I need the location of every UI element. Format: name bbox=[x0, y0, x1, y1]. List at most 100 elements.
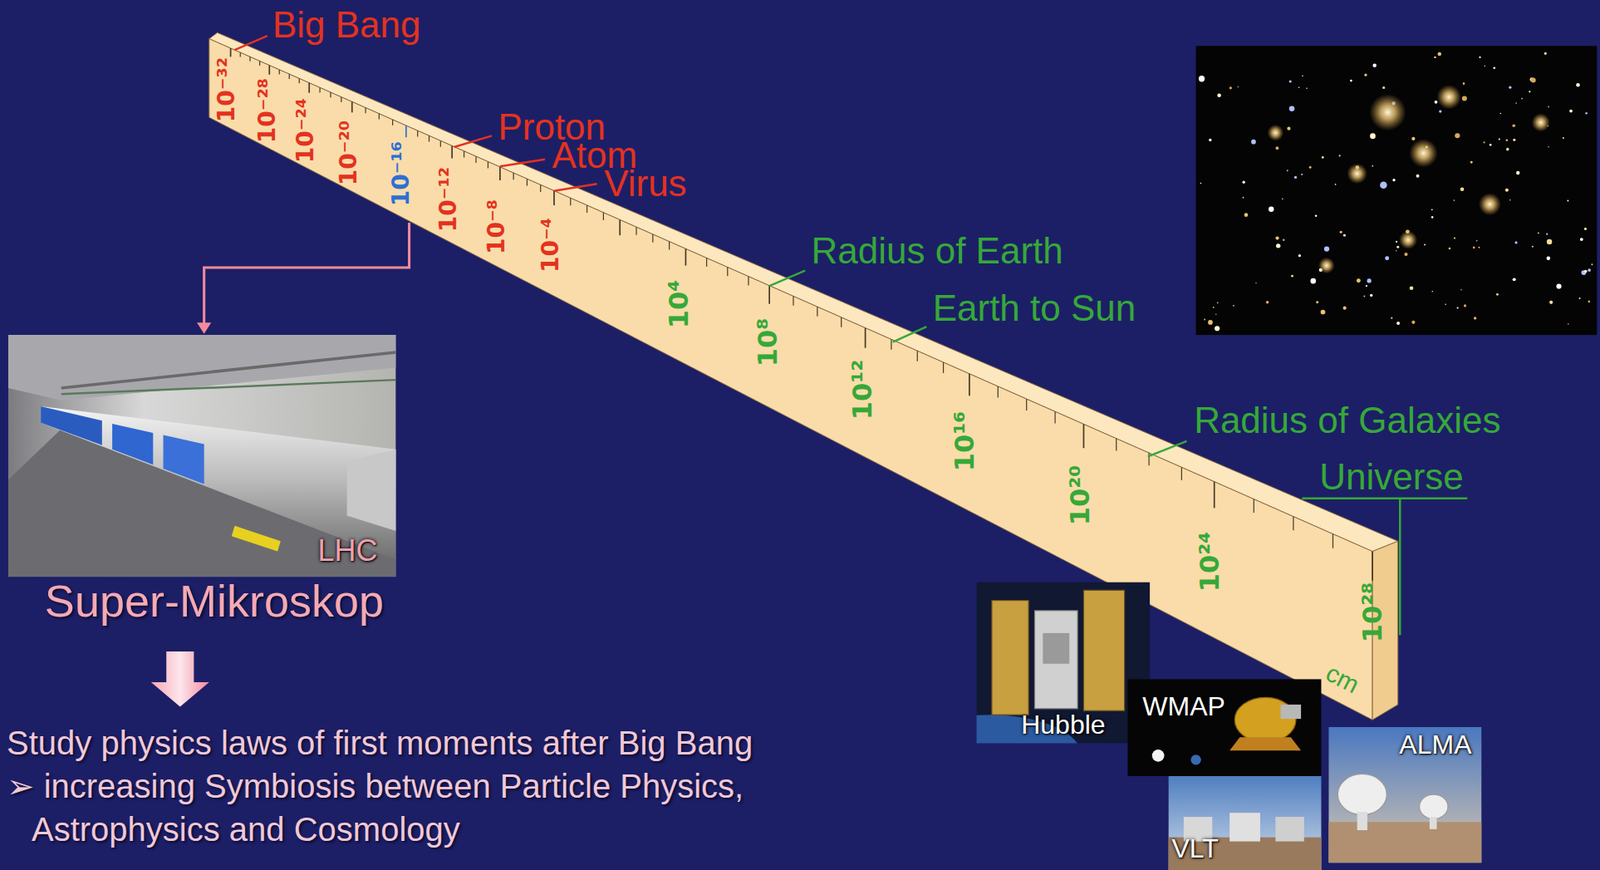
ruler-tick bbox=[586, 205, 588, 213]
ruler-tick bbox=[240, 52, 241, 57]
hubble-photo bbox=[976, 581, 1150, 743]
ruler-tick bbox=[1115, 438, 1117, 452]
galaxy bbox=[1531, 245, 1534, 248]
galaxy bbox=[1369, 93, 1406, 131]
ruler-tick bbox=[668, 241, 670, 251]
ruler-tick bbox=[451, 145, 453, 158]
leader-line bbox=[1301, 496, 1468, 499]
galaxy bbox=[1454, 132, 1460, 138]
ruler-tick bbox=[351, 101, 354, 113]
galaxy bbox=[1506, 147, 1510, 152]
galaxy bbox=[1275, 235, 1279, 240]
ruler-tick bbox=[1054, 411, 1056, 423]
detail bbox=[231, 525, 281, 552]
ruler-tick bbox=[1181, 466, 1183, 480]
ruler-tick bbox=[259, 60, 261, 65]
galaxy bbox=[1555, 283, 1561, 289]
ruler-tick bbox=[440, 140, 442, 147]
galaxy bbox=[1244, 212, 1249, 217]
galaxy bbox=[1371, 165, 1374, 167]
galaxy bbox=[1294, 176, 1297, 179]
leader-line bbox=[769, 270, 805, 286]
ruler-tick bbox=[840, 317, 842, 328]
galaxy bbox=[1349, 79, 1353, 83]
ruler-tick bbox=[268, 65, 270, 75]
galaxy bbox=[1514, 240, 1517, 244]
galaxy bbox=[1509, 199, 1512, 202]
satellite-dish bbox=[1234, 696, 1296, 742]
photo-box: Hubble bbox=[976, 581, 1150, 743]
galaxy bbox=[1203, 318, 1206, 320]
galaxy bbox=[1500, 112, 1502, 115]
ruler-tick bbox=[1213, 481, 1216, 509]
galaxy bbox=[1398, 230, 1418, 250]
galaxy bbox=[1512, 123, 1517, 128]
antenna-dish bbox=[1337, 773, 1387, 815]
building bbox=[1229, 812, 1261, 841]
galaxy bbox=[1286, 127, 1291, 131]
ruler-tick bbox=[1025, 398, 1027, 411]
galaxy bbox=[1324, 245, 1330, 251]
galaxy bbox=[1575, 83, 1581, 88]
galaxy bbox=[1315, 300, 1319, 304]
galaxy bbox=[1549, 300, 1553, 305]
photo-frame bbox=[1196, 45, 1598, 335]
galaxy bbox=[1546, 239, 1552, 245]
galaxy bbox=[1567, 323, 1570, 325]
galaxy bbox=[1476, 240, 1478, 242]
galaxy bbox=[1290, 274, 1294, 278]
galaxy bbox=[1505, 188, 1509, 192]
galaxy bbox=[1579, 297, 1581, 300]
tick-label: 10⁻¹⁶ bbox=[389, 141, 413, 207]
building bbox=[1275, 816, 1304, 841]
galaxy bbox=[1477, 246, 1480, 249]
galaxy bbox=[1365, 284, 1368, 287]
galaxy bbox=[1217, 93, 1222, 98]
galaxy bbox=[1492, 66, 1496, 69]
tick-label: 10⁻⁴ bbox=[539, 217, 563, 273]
galaxy bbox=[1396, 245, 1399, 249]
sun bbox=[1152, 749, 1165, 762]
galaxy bbox=[1528, 90, 1531, 93]
lhc-photo bbox=[8, 334, 397, 577]
galaxy bbox=[1416, 174, 1420, 178]
galaxy bbox=[1298, 254, 1301, 257]
solar-panel bbox=[991, 600, 1029, 716]
photo-box: LHC bbox=[8, 334, 397, 577]
tick-label: 10⁸ bbox=[754, 317, 781, 367]
ruler-tick bbox=[726, 267, 728, 277]
ruler-tick bbox=[526, 178, 528, 186]
galaxy bbox=[1498, 137, 1501, 140]
galaxy bbox=[1320, 309, 1326, 315]
detail bbox=[1042, 633, 1070, 664]
ruler-tick bbox=[618, 220, 621, 236]
ruler-tick bbox=[768, 285, 771, 305]
galaxy bbox=[1403, 252, 1408, 256]
photo-box: WMAP bbox=[1127, 678, 1321, 776]
earth bbox=[1190, 754, 1201, 765]
galaxy bbox=[1207, 319, 1213, 325]
ruler-tick bbox=[1083, 423, 1085, 448]
galaxy bbox=[1431, 208, 1434, 211]
galaxy bbox=[1232, 304, 1235, 307]
wmap-photo bbox=[1127, 678, 1321, 776]
ruler-tick bbox=[378, 113, 380, 120]
photo-label: Hubble bbox=[1020, 710, 1105, 740]
leader-line bbox=[1398, 498, 1401, 636]
galaxy bbox=[1544, 52, 1547, 55]
galaxy bbox=[1289, 79, 1292, 83]
caption-label: Earth to Sun bbox=[932, 293, 1137, 321]
galaxy bbox=[1483, 141, 1486, 143]
galaxy bbox=[1515, 102, 1517, 104]
galaxy bbox=[1433, 56, 1436, 59]
galaxy-cluster-photo bbox=[1196, 45, 1598, 335]
cable bbox=[61, 379, 397, 394]
galaxy bbox=[1251, 139, 1257, 145]
galaxy bbox=[1460, 187, 1465, 192]
galaxy bbox=[1241, 180, 1245, 183]
ruler-tick bbox=[997, 386, 999, 398]
caption-label: Atom bbox=[552, 140, 639, 168]
antenna-mount bbox=[1429, 816, 1438, 830]
galaxy bbox=[1438, 109, 1442, 113]
galaxy bbox=[1546, 256, 1551, 261]
